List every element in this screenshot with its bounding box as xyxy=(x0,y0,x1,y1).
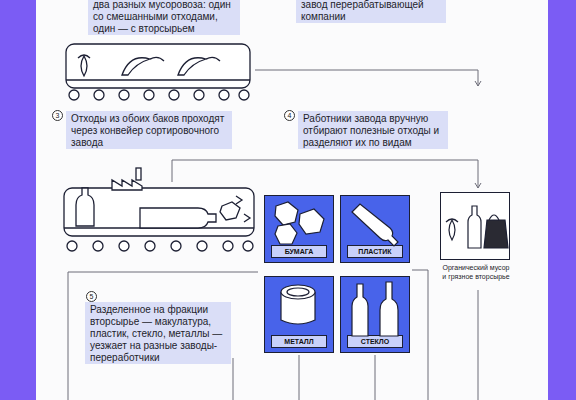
note-text: Отходы из обоих баков проходят через кон… xyxy=(71,113,227,149)
flow-line xyxy=(172,160,478,188)
step-note: Отходы из обоих баков проходят через кон… xyxy=(66,111,232,149)
flow-line xyxy=(255,70,478,86)
flow-line xyxy=(68,272,69,400)
bin-label: СТЕКЛО xyxy=(347,335,403,348)
flow-line xyxy=(412,270,428,400)
organic-waste-icon xyxy=(446,206,508,248)
step-note: Разделенное на фракции вторсырье — макул… xyxy=(85,302,231,364)
bin-outline xyxy=(440,192,510,260)
paper-icon xyxy=(275,202,324,244)
can-icon xyxy=(281,285,315,324)
step-note: завод перерабатывающей компании xyxy=(296,0,446,23)
bin-label: ПЛАСТИК xyxy=(347,245,403,258)
note-text: Разделенное на фракции вторсырье — макул… xyxy=(90,304,226,364)
step-note: Работники завода вручную отбирают полезн… xyxy=(298,111,448,149)
bin-label: БУМАГА xyxy=(271,245,327,258)
note-text: два разных мусоровоза: один со смешанным… xyxy=(93,0,235,35)
callout-number: 4 xyxy=(284,110,295,121)
conveyor-middle xyxy=(64,168,254,251)
sorting-bin: БУМАГА xyxy=(264,195,334,263)
flow-line xyxy=(68,272,258,273)
bin-label: МЕТАЛЛ xyxy=(271,335,327,348)
plastic-bottle-icon xyxy=(352,204,398,246)
bin-label: Органический мусор и грязное вторсырье xyxy=(440,263,512,281)
flow-line xyxy=(299,355,300,400)
note-text: Работники завода вручную отбирают полезн… xyxy=(303,113,443,149)
note-text: завод перерабатывающей компании xyxy=(301,0,441,23)
callout-number: 5 xyxy=(86,291,97,302)
flow-line xyxy=(375,355,376,400)
sorting-bin: СТЕКЛО xyxy=(340,276,410,353)
organic-bin: Органический мусор и грязное вторсырье xyxy=(440,192,512,286)
step-note: два разных мусоровоза: один со смешанным… xyxy=(88,0,240,35)
flow-line xyxy=(478,290,479,400)
conveyor-top xyxy=(66,44,250,100)
glass-bottle-icon xyxy=(352,282,398,336)
flow-line xyxy=(233,358,234,400)
sorting-bin: МЕТАЛЛ xyxy=(264,276,334,353)
callout-number: 3 xyxy=(52,110,63,121)
sorting-bin: ПЛАСТИК xyxy=(340,195,410,263)
